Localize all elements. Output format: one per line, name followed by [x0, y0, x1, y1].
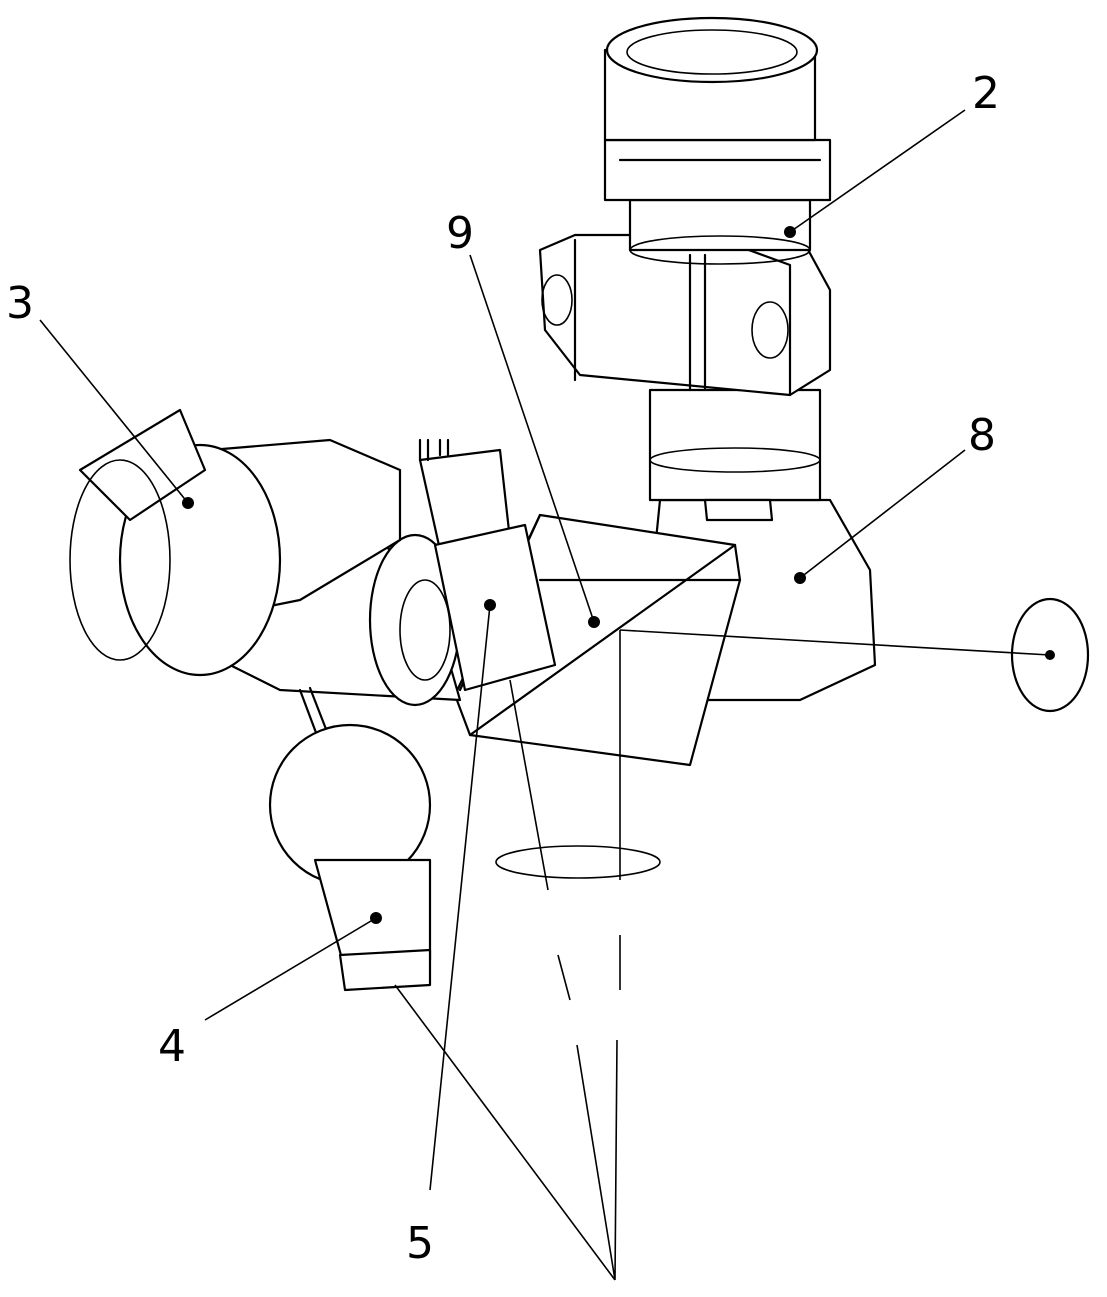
label-4: 4 [158, 1025, 186, 1069]
label-8: 8 [968, 414, 996, 458]
label-2: 2 [972, 72, 1000, 116]
projection-ellipse [496, 846, 660, 878]
component-3-camera [70, 410, 555, 705]
label-3: 3 [6, 282, 34, 326]
component-2-camera [540, 18, 830, 520]
label-9: 9 [446, 212, 474, 256]
component-4-sensor [270, 688, 430, 990]
label-5: 5 [406, 1222, 434, 1266]
